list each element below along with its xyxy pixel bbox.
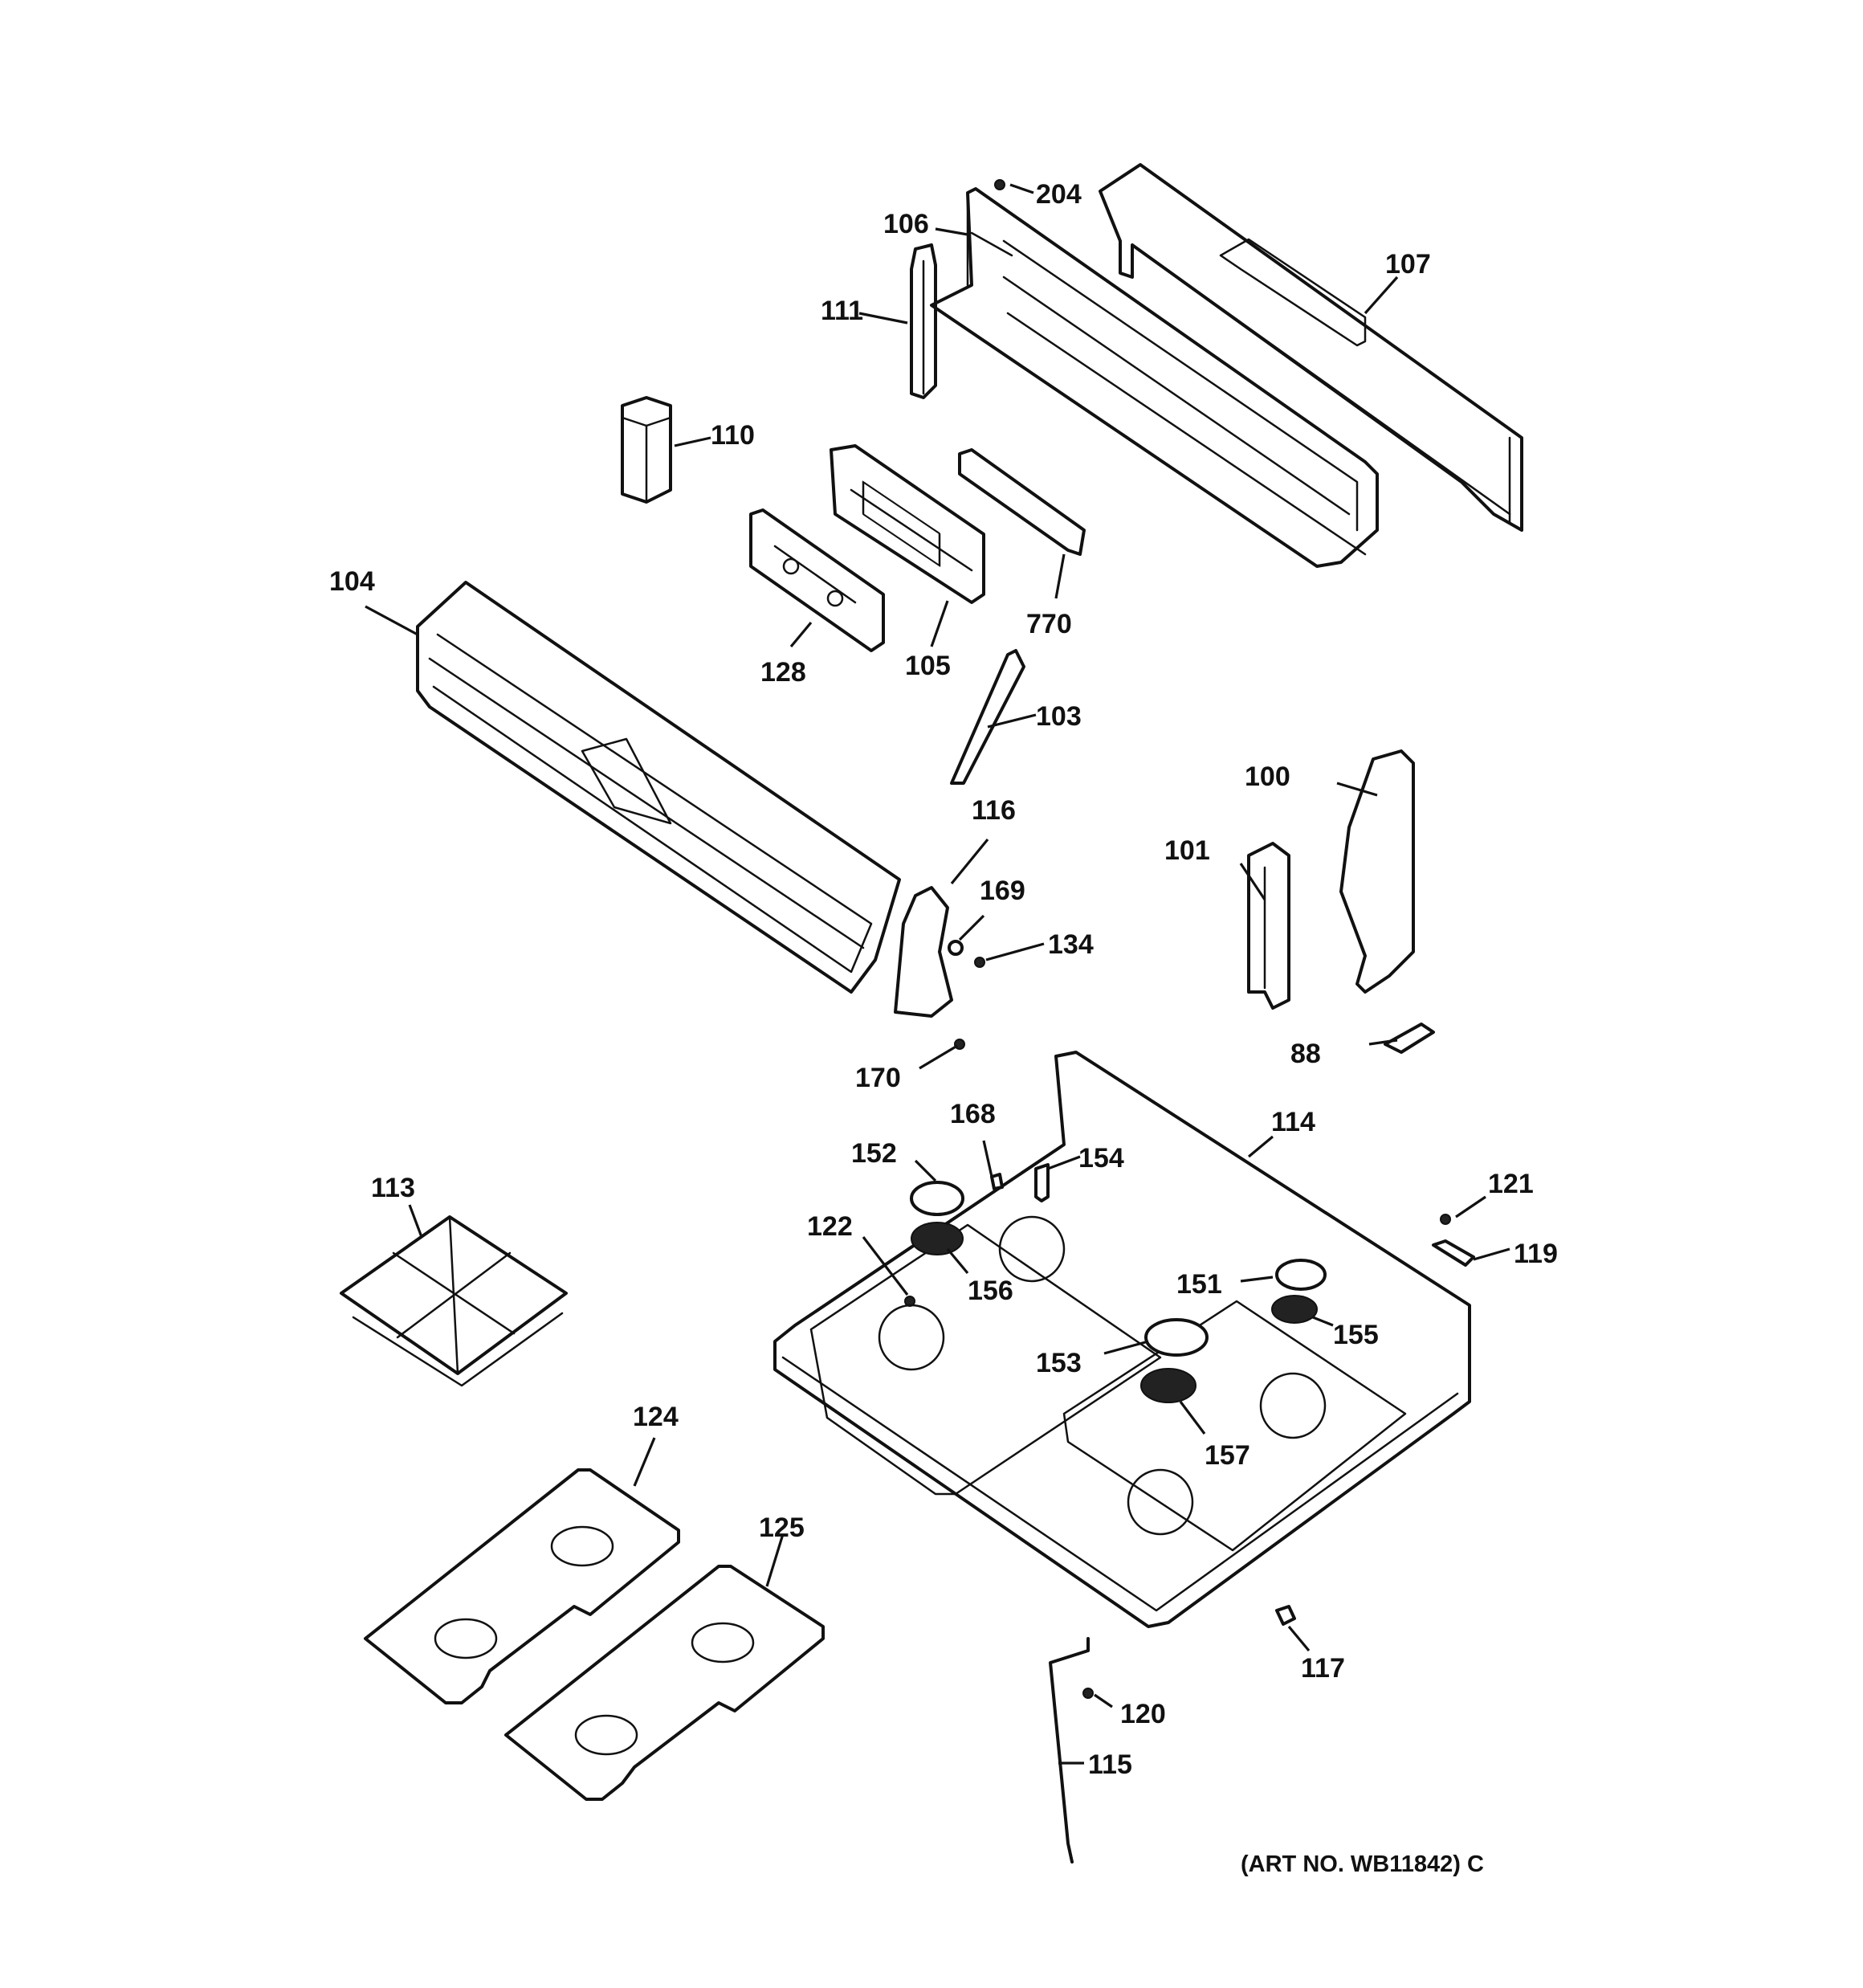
callout-115: 115: [1088, 1749, 1132, 1780]
callout-168: 168: [950, 1099, 996, 1129]
part-125-drip-pan: [504, 1565, 825, 1801]
callout-117: 117: [1301, 1653, 1345, 1684]
part-128-control-overlay: [749, 508, 885, 652]
callout-106: 106: [883, 209, 929, 239]
callout-124: 124: [633, 1402, 679, 1432]
callout-122: 122: [807, 1211, 853, 1242]
part-103-support-rod: [950, 649, 1025, 785]
callout-114: 114: [1271, 1107, 1315, 1137]
burner-heads: [911, 1222, 1318, 1403]
part-110-switch-module: [621, 396, 672, 504]
part-155-burner-head: [1271, 1295, 1318, 1324]
fasteners: [904, 179, 1451, 1699]
callout-116: 116: [972, 795, 1016, 826]
leader-lines: [365, 183, 1510, 1765]
part-134-screw: [974, 957, 985, 968]
part-154-igniter: [1034, 1163, 1050, 1202]
part-88-clip: [1384, 1023, 1435, 1054]
part-113-grate: [340, 1215, 568, 1387]
callout-204: 204: [1036, 179, 1082, 210]
part-119-bracket: [1432, 1239, 1475, 1267]
burner-caps: [910, 1181, 1327, 1357]
callout-labels: 204 106 107 111 110 770 105 128 104 103 …: [329, 179, 1558, 1780]
part-100-end-trim: [1339, 749, 1415, 994]
callout-770: 770: [1026, 609, 1072, 639]
part-120-screw: [1082, 1688, 1094, 1699]
callout-111: 111: [821, 296, 863, 326]
part-101-bracket: [1247, 842, 1290, 1010]
part-204-screw: [994, 179, 1005, 190]
part-115-support-rod: [1049, 1637, 1090, 1863]
callout-128: 128: [760, 657, 806, 688]
callout-155: 155: [1333, 1320, 1379, 1350]
part-153-burner-cap: [1144, 1318, 1209, 1357]
part-106-backsplash-frame: [930, 187, 1379, 568]
part-156-burner-head: [911, 1222, 964, 1255]
callout-120: 120: [1120, 1699, 1166, 1729]
callout-170: 170: [855, 1063, 901, 1093]
part-124-drip-pan: [364, 1468, 680, 1704]
callout-105: 105: [905, 651, 951, 681]
part-104-backguard-panel: [416, 581, 901, 994]
part-157-burner-head: [1140, 1368, 1196, 1403]
callout-151: 151: [1176, 1269, 1222, 1300]
callout-110: 110: [711, 420, 755, 451]
callout-100: 100: [1245, 761, 1290, 792]
callout-121: 121: [1488, 1169, 1534, 1199]
callout-157: 157: [1205, 1440, 1250, 1471]
callout-153: 153: [1036, 1348, 1082, 1378]
callout-113: 113: [371, 1173, 415, 1203]
callout-125: 125: [759, 1512, 805, 1543]
callout-101: 101: [1164, 835, 1210, 866]
callout-104: 104: [329, 566, 375, 597]
part-105-control-board: [830, 444, 985, 604]
part-168-clip: [990, 1173, 1004, 1190]
art-number: (ART NO. WB11842) C: [1241, 1851, 1484, 1877]
part-111-bracket: [910, 243, 937, 399]
part-116-end-cap: [894, 886, 953, 1018]
part-151-burner-cap: [1275, 1259, 1327, 1291]
callout-169: 169: [980, 876, 1025, 906]
callout-152: 152: [851, 1138, 897, 1169]
part-114-cooktop: [773, 1051, 1471, 1628]
part-107-top-panel: [1099, 163, 1523, 532]
callout-119: 119: [1514, 1239, 1558, 1269]
callout-156: 156: [968, 1276, 1013, 1306]
callout-154: 154: [1078, 1143, 1124, 1174]
callout-107: 107: [1385, 249, 1431, 280]
part-770-bracket-strip: [958, 448, 1086, 556]
part-152-burner-cap: [910, 1181, 964, 1216]
callout-88: 88: [1290, 1039, 1321, 1069]
part-121-screw: [1440, 1214, 1451, 1225]
part-117-foot: [1275, 1605, 1296, 1626]
callout-134: 134: [1048, 929, 1094, 960]
callout-103: 103: [1036, 701, 1082, 732]
part-169-washer: [948, 940, 964, 956]
